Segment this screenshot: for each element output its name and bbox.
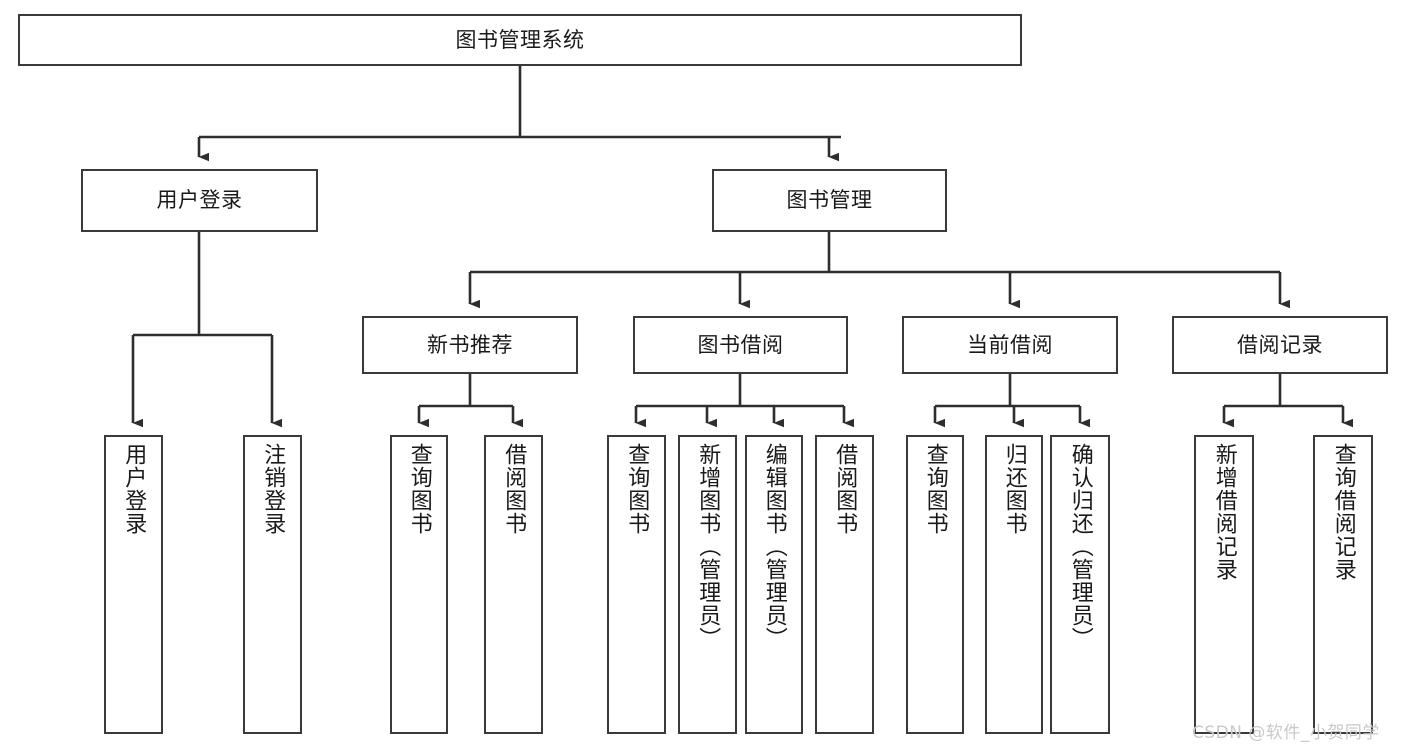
node-label: 当前借阅	[967, 332, 1053, 357]
node-leaf-query-borrow-record[interactable]: 查询借阅记录	[1313, 435, 1373, 734]
node-leaf-borrow-book-2[interactable]: 借阅图书	[815, 435, 874, 734]
node-leaf-query-book-2[interactable]: 查询图书	[607, 435, 666, 734]
node-leaf-query-book-3[interactable]: 查询图书	[906, 435, 964, 734]
node-label: 编辑图书（管理员）	[761, 443, 787, 650]
node-label: 新增借阅记录	[1211, 443, 1237, 581]
node-leaf-user-logout[interactable]: 注销登录	[243, 435, 302, 734]
node-label: 借阅图书	[832, 443, 858, 535]
node-borrow-record[interactable]: 借阅记录	[1172, 316, 1388, 374]
node-label: 新书推荐	[427, 332, 513, 357]
node-label: 查询图书	[624, 443, 650, 535]
node-user-login[interactable]: 用户登录	[81, 169, 318, 232]
node-label: 查询图书	[406, 443, 432, 535]
node-leaf-borrow-book-1[interactable]: 借阅图书	[484, 435, 543, 734]
node-label: 用户登录	[121, 443, 147, 535]
node-label: 借阅记录	[1237, 332, 1323, 357]
node-leaf-edit-book[interactable]: 编辑图书（管理员）	[745, 435, 803, 734]
node-label: 图书管理系统	[455, 27, 585, 52]
node-root-system[interactable]: 图书管理系统	[18, 14, 1022, 66]
node-label: 图书借阅	[697, 332, 784, 357]
node-label: 确认归还（管理员）	[1067, 443, 1093, 650]
node-label: 查询借阅记录	[1330, 443, 1356, 581]
node-leaf-add-borrow-record[interactable]: 新增借阅记录	[1194, 435, 1254, 734]
node-book-manage[interactable]: 图书管理	[712, 169, 947, 232]
node-leaf-add-book[interactable]: 新增图书（管理员）	[678, 435, 737, 734]
csdn-watermark: CSDN @软件_小贺同学	[1192, 723, 1380, 743]
node-label: 归还图书	[1001, 443, 1027, 535]
node-book-borrow[interactable]: 图书借阅	[633, 316, 848, 374]
node-new-book-recommend[interactable]: 新书推荐	[362, 316, 578, 374]
node-label: 用户登录	[156, 188, 243, 213]
node-leaf-return-book[interactable]: 归还图书	[985, 435, 1043, 734]
node-current-borrow[interactable]: 当前借阅	[902, 316, 1118, 374]
node-label: 查询图书	[922, 443, 948, 535]
node-label: 注销登录	[260, 443, 286, 535]
node-leaf-confirm-return[interactable]: 确认归还（管理员）	[1050, 435, 1110, 734]
node-leaf-query-book-1[interactable]: 查询图书	[390, 435, 448, 734]
node-label: 借阅图书	[501, 443, 527, 535]
node-leaf-user-login[interactable]: 用户登录	[104, 435, 163, 734]
node-label: 新增图书（管理员）	[695, 443, 721, 650]
node-label: 图书管理	[786, 188, 873, 213]
